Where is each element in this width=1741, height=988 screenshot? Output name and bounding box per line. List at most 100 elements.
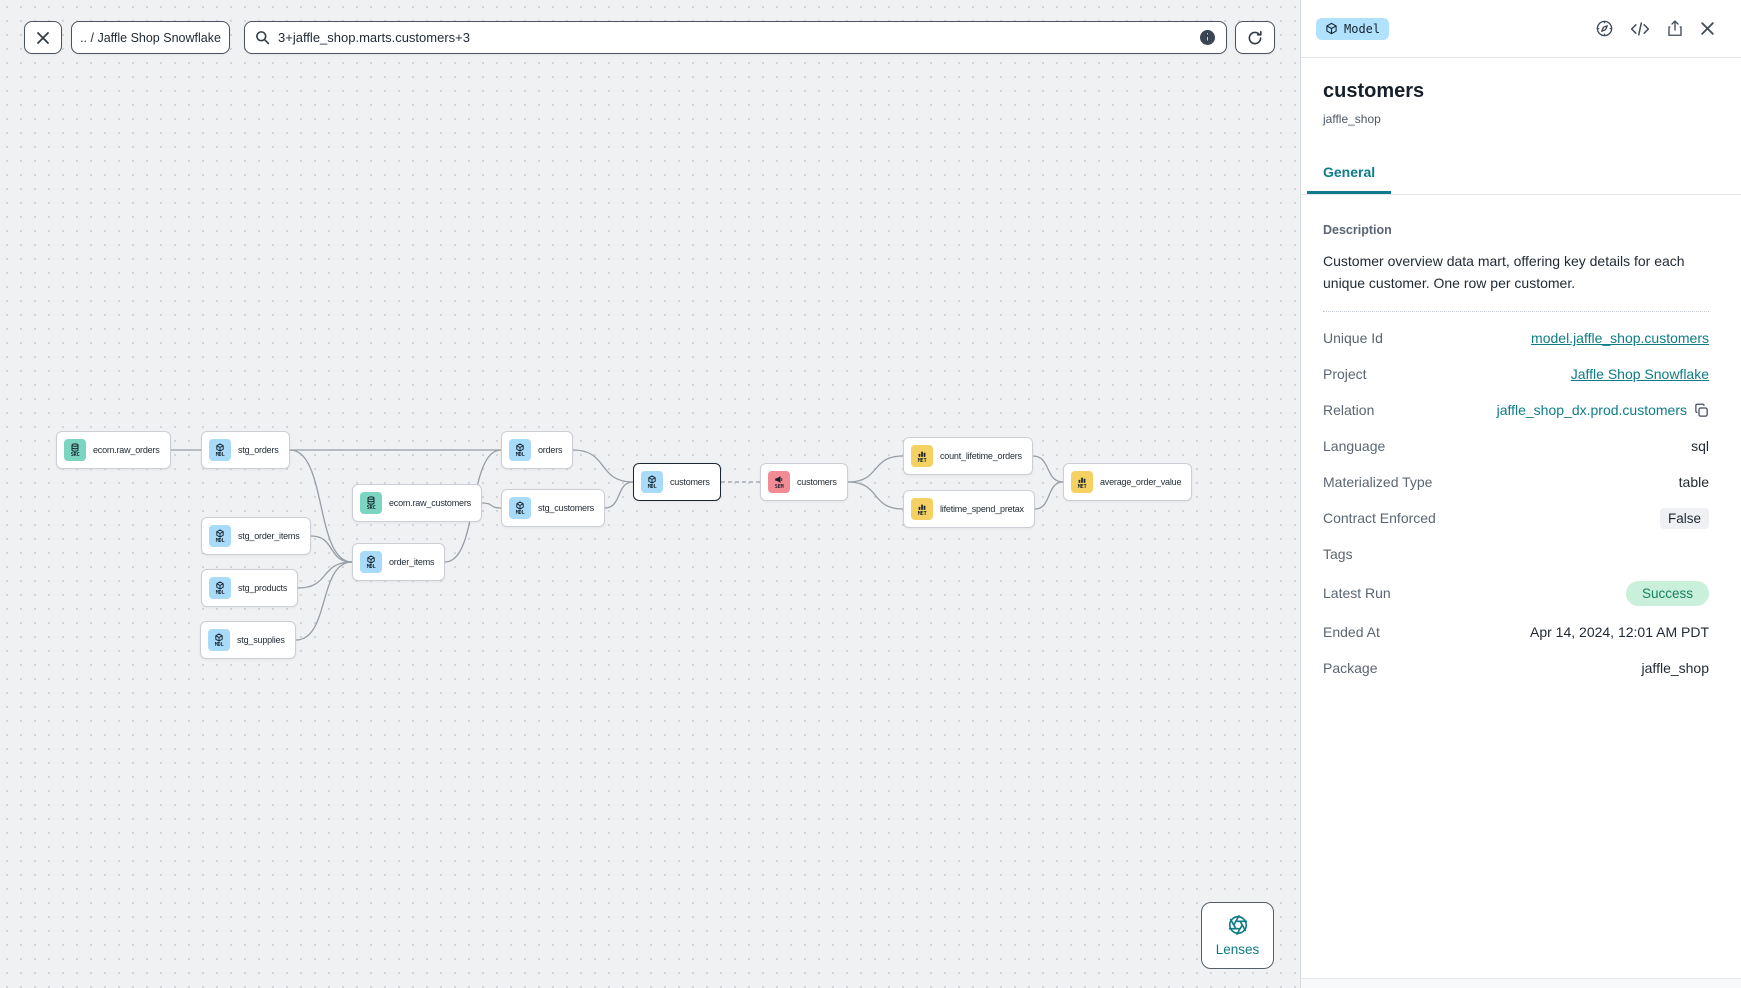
graph-node-ecom_raw_customers[interactable]: SRC ecom.raw_customers [352,484,482,522]
field-label: Project [1323,366,1367,382]
copy-icon [1695,403,1708,417]
field-row-materialized-type: Materialized Type table [1323,464,1709,500]
refresh-button[interactable] [1235,21,1275,54]
graph-node-customers_mdl[interactable]: MDL customers [633,463,721,501]
field-value-unique-id[interactable]: model.jaffle_shop.customers [1531,330,1709,346]
edge-stg_products-to-order_items [297,561,353,589]
model-title: customers [1323,80,1425,102]
field-label: Latest Run [1323,585,1391,601]
description-text: Customer overview data mart, offering ke… [1323,253,1685,291]
field-row-relation: Relation jaffle_shop_dx.prod.customers [1323,392,1709,428]
met-node-icon: MET [1071,471,1093,493]
node-label: count_lifetime_orders [940,451,1022,461]
node-label: stg_customers [538,503,594,513]
resource-type-label: Model [1344,21,1381,36]
graph-node-ecom_raw_orders[interactable]: SRC ecom.raw_orders [56,431,171,469]
mdl-node-icon: MDL [208,629,230,651]
edge-orders-to-customers_mdl [572,449,634,483]
mdl-node-icon: MDL [360,551,382,573]
mdl-node-icon: MDL [641,471,663,493]
field-value-ended-at: Apr 14, 2024, 12:01 AM PDT [1530,624,1709,640]
model-subtitle: jaffle_shop [1323,112,1381,126]
node-label: ecom.raw_customers [389,498,471,508]
node-label: lifetime_spend_pretax [940,504,1024,514]
search-input[interactable] [278,30,1191,45]
field-row-project: Project Jaffle Shop Snowflake [1323,356,1709,392]
field-label: Ended At [1323,624,1380,640]
divider [1323,311,1709,312]
graph-node-lifetime_spend_pretax[interactable]: MET lifetime_spend_pretax [903,490,1035,528]
graph-node-stg_products[interactable]: MDL stg_products [201,569,299,607]
node-label: average_order_value [1100,477,1182,487]
node-label: stg_order_items [238,531,300,541]
lenses-button[interactable]: Lenses [1201,902,1274,969]
description-label: Description [1323,223,1392,237]
search-icon [256,31,270,45]
field-label: Contract Enforced [1323,510,1436,526]
edge-ecom_raw_customers-to-stg_customers [481,502,502,509]
field-label: Tags [1323,546,1353,562]
node-label: ecom.raw_orders [93,445,160,455]
src-node-icon: SRC [360,492,382,514]
field-label: Unique Id [1323,330,1383,346]
edge-customers_sem-to-count_lifetime_orders [847,455,904,483]
field-label: Materialized Type [1323,474,1433,490]
sem-node-icon: SEM [768,471,790,493]
info-icon[interactable] [1199,29,1216,46]
cube-icon [1326,22,1337,35]
graph-node-order_items[interactable]: MDL order_items [352,543,446,581]
met-node-icon: MET [911,498,933,520]
field-value-contract-enforced: False [1659,507,1709,529]
field-row-unique-id: Unique Id model.jaffle_shop.customers [1323,320,1709,356]
edge-stg_customers-to-customers_mdl [604,481,634,509]
node-label: order_items [389,557,435,567]
edge-customers_sem-to-lifetime_spend_pretax [847,481,904,510]
compass-icon [1596,20,1613,37]
graph-node-stg_supplies[interactable]: MDL stg_supplies [200,621,296,659]
close-lineage-button[interactable] [24,21,62,54]
node-label: stg_orders [238,445,279,455]
refresh-icon [1248,30,1262,44]
met-node-icon: MET [911,445,933,467]
copy-button[interactable] [1694,403,1709,418]
edge-stg_order_items-to-order_items [310,535,353,563]
field-value-project[interactable]: Jaffle Shop Snowflake [1570,366,1709,382]
close-panel-button[interactable] [1700,21,1715,36]
tab-general[interactable]: General [1307,154,1392,194]
field-row-ended-at: Ended At Apr 14, 2024, 12:01 AM PDT [1323,614,1709,650]
share-button[interactable] [1666,19,1684,38]
edge-lifetime_spend_pretax-to-average_order_value [1034,481,1064,510]
field-value-materialized-type: table [1678,474,1709,490]
node-label: stg_supplies [237,635,285,645]
close-icon [37,31,49,44]
src-node-icon: SRC [64,439,86,461]
panel-footer [1301,978,1741,988]
node-label: customers [670,477,710,487]
lineage-search[interactable] [244,21,1227,54]
field-value-language: sql [1691,438,1709,454]
field-label: Relation [1323,402,1375,418]
explore-button[interactable] [1595,19,1614,38]
field-value-relation[interactable]: jaffle_shop_dx.prod.customers [1496,402,1687,418]
graph-node-count_lifetime_orders[interactable]: MET count_lifetime_orders [903,437,1033,475]
node-label: stg_products [238,583,288,593]
details-panel: Model customers jaffle_shop [1300,0,1741,988]
panel-tabs: General [1301,154,1741,195]
field-row-contract-enforced: Contract Enforced False [1323,500,1709,536]
resource-type-badge: Model [1316,17,1390,40]
view-code-button[interactable] [1630,21,1650,37]
graph-node-average_order_value[interactable]: MET average_order_value [1063,463,1193,501]
field-label: Language [1323,438,1386,454]
mdl-node-icon: MDL [209,577,231,599]
breadcrumb[interactable]: .. / Jaffle Shop Snowflake [71,21,230,54]
